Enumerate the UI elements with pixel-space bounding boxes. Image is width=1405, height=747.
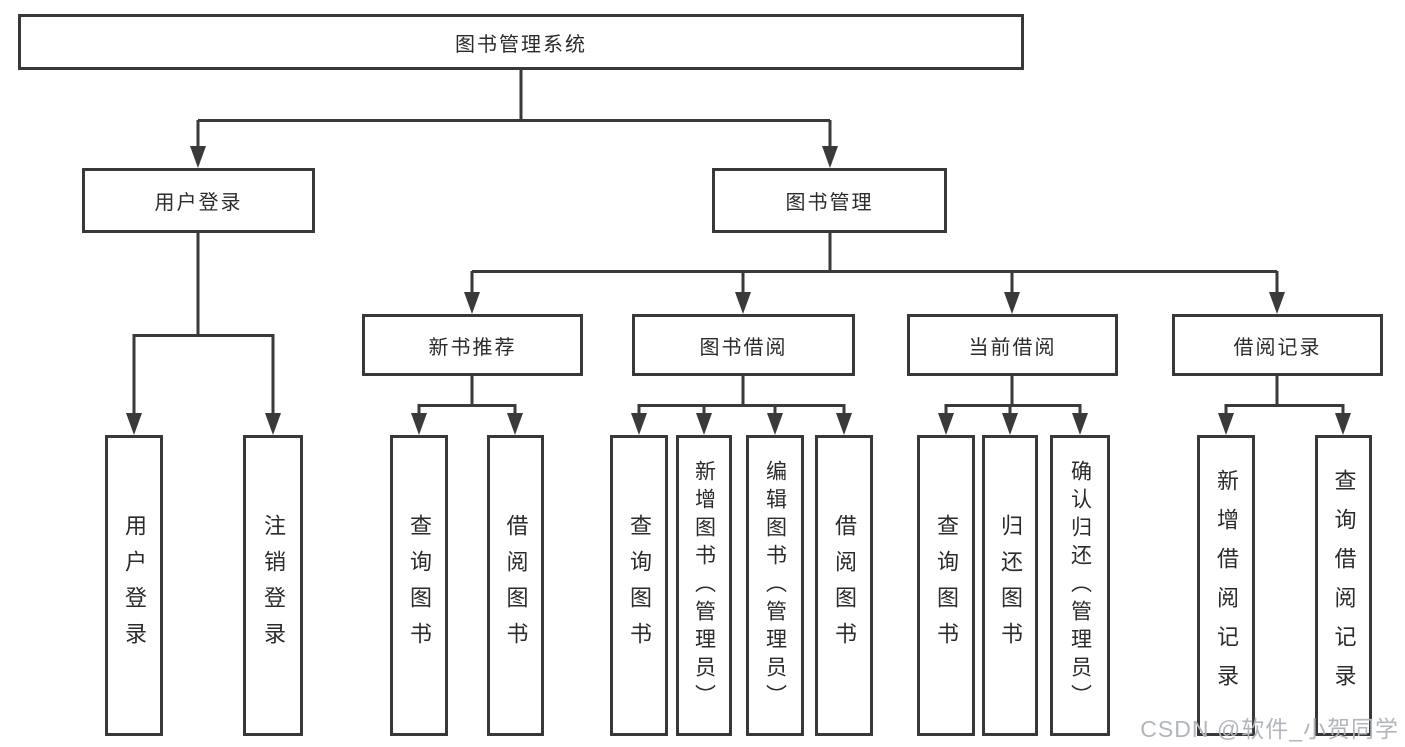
node-borrow-books-leaf: 借阅图书 [815,435,873,736]
node-borrow-books-recommend: 借阅图书 [487,435,544,736]
node-book-management: 图书管理 [712,168,947,233]
node-user-login: 用户登录 [82,168,315,233]
node-return-books: 归还图书 [982,435,1038,736]
node-confirm-return-admin: 确认归还（管理员） [1050,435,1110,736]
node-logout: 注销登录 [243,435,303,736]
node-book-borrowing: 图书借阅 [632,314,855,376]
node-borrowing-records: 借阅记录 [1172,314,1383,376]
node-user-login-leaf: 用户登录 [105,435,163,736]
node-add-borrow-record: 新增借阅记录 [1197,435,1255,736]
node-add-books-admin: 新增图书（管理员） [676,435,732,736]
node-query-books-recommend: 查询图书 [390,435,448,736]
node-current-borrowing: 当前借阅 [907,314,1118,376]
node-query-borrow-record: 查询借阅记录 [1315,435,1372,736]
node-new-book-recommendation: 新书推荐 [362,314,583,376]
node-query-books-current: 查询图书 [917,435,975,736]
node-library-system: 图书管理系统 [18,14,1024,70]
watermark: CSDN @软件_小贺同学 [1140,716,1399,742]
node-query-books-borrowing: 查询图书 [610,435,668,736]
node-edit-books-admin: 编辑图书（管理员） [746,435,804,736]
